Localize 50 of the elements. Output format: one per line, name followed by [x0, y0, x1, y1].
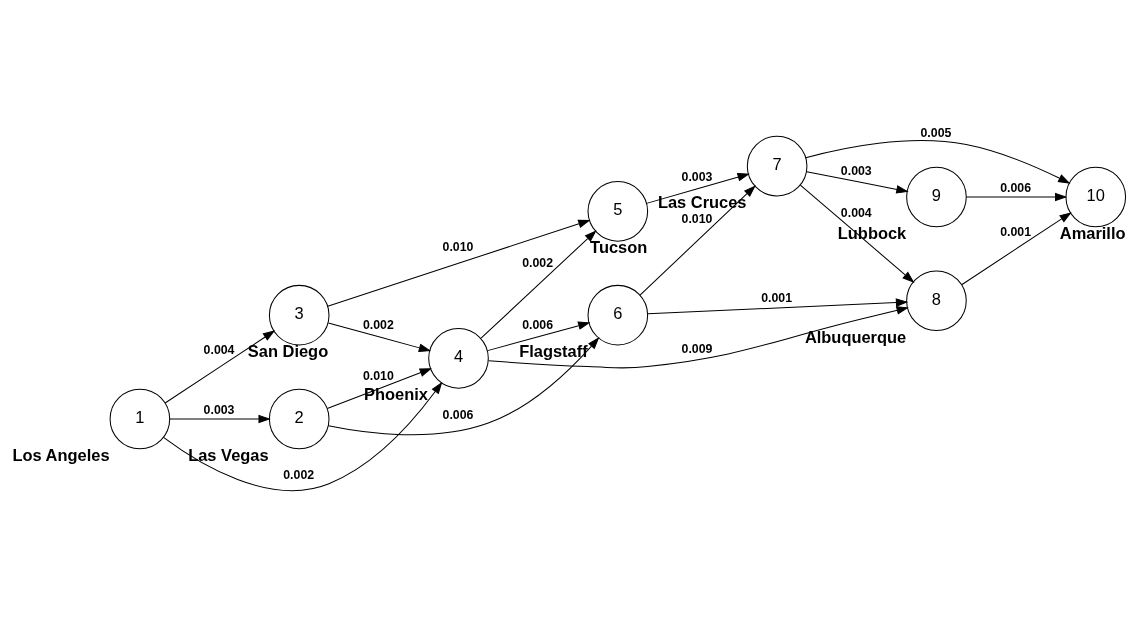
arrow — [806, 170, 909, 194]
node-label: Flagstaff — [519, 341, 588, 360]
edge-label: 0.005 — [920, 125, 952, 140]
node-label: Las Vegas — [188, 445, 269, 464]
edge-label: 0.006 — [1000, 180, 1032, 195]
edge-label: 0.010 — [442, 239, 474, 254]
arrow — [327, 219, 591, 307]
arrow — [647, 297, 909, 314]
arrow — [169, 414, 271, 423]
arrow — [327, 321, 432, 352]
edge-label: 0.006 — [522, 317, 554, 332]
arrow — [326, 367, 432, 409]
edge-label: 0.003 — [840, 163, 872, 178]
node-circle: 8 — [906, 269, 967, 331]
arrow — [488, 305, 909, 369]
arrow — [805, 139, 1071, 184]
arrow — [799, 184, 915, 283]
node-circle: 7 — [746, 135, 808, 196]
arrow — [961, 211, 1072, 285]
edge-label: 0.001 — [1000, 224, 1032, 239]
edge-label: 0.002 — [362, 317, 394, 332]
edge-label: 0.009 — [681, 341, 713, 356]
edge-label: 0.003 — [681, 169, 713, 184]
edge-label: 0.006 — [442, 407, 474, 422]
arrow — [487, 321, 591, 351]
node-circle: 4 — [428, 327, 489, 389]
node-circle: 3 — [268, 284, 330, 345]
edge-label: 0.004 — [203, 342, 235, 357]
node-circle: 1 — [109, 388, 171, 449]
arrow — [327, 336, 600, 435]
edge-label: 0.004 — [840, 205, 872, 220]
arrow — [965, 192, 1068, 201]
arrow — [639, 184, 756, 296]
edge-label: 0.002 — [522, 255, 554, 270]
node-label: Los Angeles — [12, 445, 110, 464]
arrow — [164, 329, 276, 403]
node-circle: 10 — [1065, 166, 1127, 227]
edge-label: 0.001 — [761, 290, 793, 305]
arrow — [480, 229, 597, 339]
node-circle: 2 — [268, 388, 330, 449]
edge-label: 0.003 — [203, 402, 235, 417]
node-circle: 9 — [906, 166, 967, 227]
node-circle: 6 — [587, 284, 649, 345]
edge-label: 0.002 — [283, 467, 315, 482]
arrow — [163, 381, 443, 491]
node-label: Phoenix — [363, 384, 428, 403]
node-label: Albuquerque — [804, 327, 907, 346]
node-circle: 5 — [587, 180, 649, 242]
edge-label: 0.010 — [681, 211, 713, 226]
edge-label: 0.010 — [362, 368, 394, 383]
